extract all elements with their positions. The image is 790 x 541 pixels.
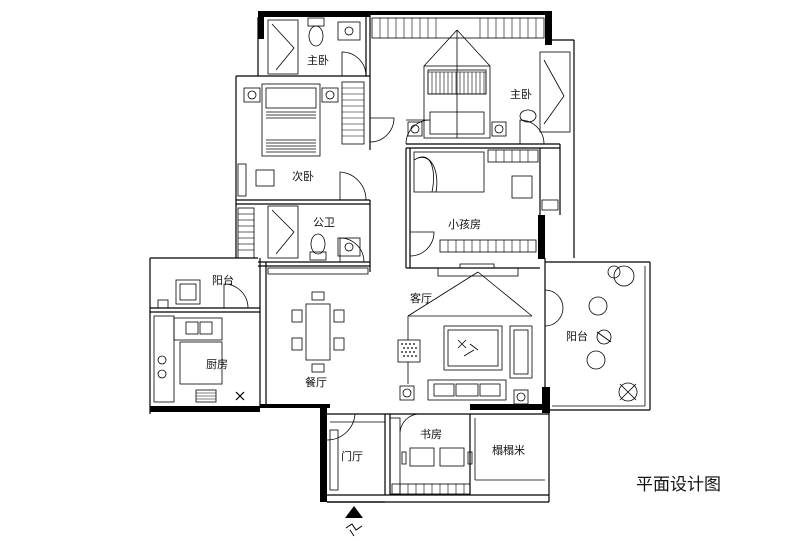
- kitchen-fixtures: [153, 279, 245, 403]
- label-kitchen: 厨房: [206, 358, 228, 371]
- label-second-bedroom: 次卧: [292, 169, 314, 183]
- entrance-arrow-icon: [345, 506, 363, 537]
- label-dining-room: 餐厅: [305, 375, 327, 389]
- master-bath-fixtures: [267, 17, 571, 133]
- dining-table: [291, 291, 345, 373]
- interior-walls: [150, 15, 561, 495]
- label-master-bath: 主卧: [307, 54, 329, 67]
- label-living-room: 客厅: [410, 291, 432, 305]
- label-tatami: 榻榻米: [492, 443, 525, 457]
- label-study: 书房: [420, 428, 442, 441]
- kids-bed: [413, 151, 559, 211]
- plan-title: 平面设计图: [636, 475, 721, 495]
- label-entry-hall: 门厅: [341, 449, 363, 463]
- living-room-furniture: [397, 263, 533, 405]
- label-south-balcony: 阳台: [566, 329, 588, 343]
- label-master-bedroom: 主卧: [510, 88, 532, 101]
- label-kids-room: 小孩房: [448, 218, 481, 231]
- label-public-bath: 公卫: [313, 216, 335, 229]
- windows: [267, 17, 545, 495]
- study-furniture: [329, 429, 473, 491]
- label-north-balcony: 阳台: [212, 273, 234, 287]
- second-bed: [237, 83, 339, 197]
- master-bed: [407, 29, 507, 139]
- public-bath-fixtures: [237, 205, 361, 261]
- balcony-furniture: [586, 265, 638, 402]
